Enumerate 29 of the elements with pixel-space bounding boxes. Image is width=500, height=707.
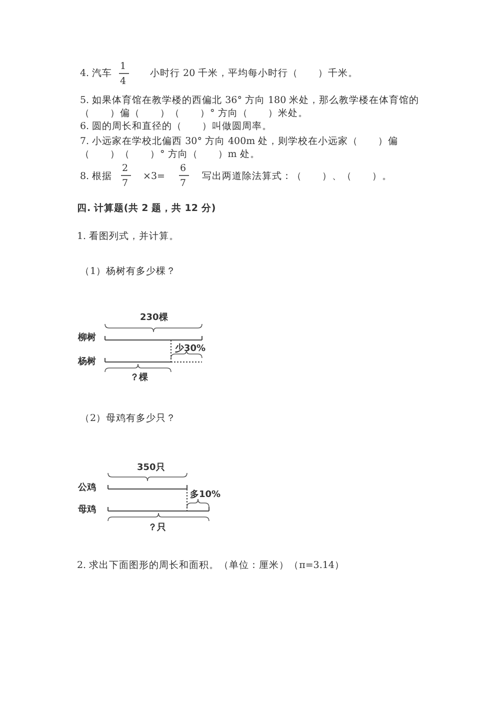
fraction-denominator: 7 <box>180 177 186 190</box>
question-text: 1. 看图列式，并计算。 <box>77 230 180 243</box>
fraction-numerator: 1 <box>120 60 126 73</box>
row-label: 柳树 <box>78 332 96 345</box>
row-label: 公鸡 <box>78 482 96 495</box>
section-heading: 四. 计算题(共 2 题，共 12 分) <box>77 202 216 215</box>
quantity-label: 350只 <box>137 462 165 475</box>
question-text: 8. 根据 <box>80 170 112 183</box>
quantity-label: ？只 <box>148 522 166 535</box>
sub-question-text: （1）杨树有多少棵？ <box>80 265 176 278</box>
difference-label: 多10% <box>190 489 221 502</box>
sub-question-text: （2）母鸡有多少只？ <box>80 412 176 425</box>
fraction-numerator: 2 <box>122 162 128 175</box>
question-text: 5. 如果体育馆在教学楼的西偏北 36° 方向 180 米处，那么教学楼在体育馆的（ ）偏（ ）（ ）° 方向（ ）米处。 <box>80 94 420 120</box>
fraction-denominator: 4 <box>120 75 126 88</box>
quantity-label: ？棵 <box>130 372 148 385</box>
question-text: 7. 小远家在学校北偏西 30° 方向 400m 处，则学校在小远家（ ）偏（ ）（ ）° 方向（ ）m 处。 <box>80 135 400 161</box>
difference-label: 少30% <box>175 343 206 356</box>
question-text: ×3= <box>143 170 165 183</box>
fraction-numerator: 6 <box>180 162 186 175</box>
row-label: 杨树 <box>78 356 96 369</box>
question-text: 小时行 20 千米，平均每小时行（ ）千米。 <box>150 67 358 80</box>
fraction-denominator: 7 <box>122 177 128 190</box>
question-text: 2. 求出下面图形的周长和面积。（单位：厘米）（π=3.14） <box>77 559 344 572</box>
quantity-label: 230棵 <box>140 312 168 325</box>
row-label: 母鸡 <box>78 504 96 517</box>
question-text: 写出两道除法算式：（ ）、（ ）。 <box>202 170 392 183</box>
question-text: 4. 汽车 <box>80 67 112 80</box>
question-text: 6. 圆的周长和直径的（ ）叫做圆周率。 <box>80 120 272 133</box>
